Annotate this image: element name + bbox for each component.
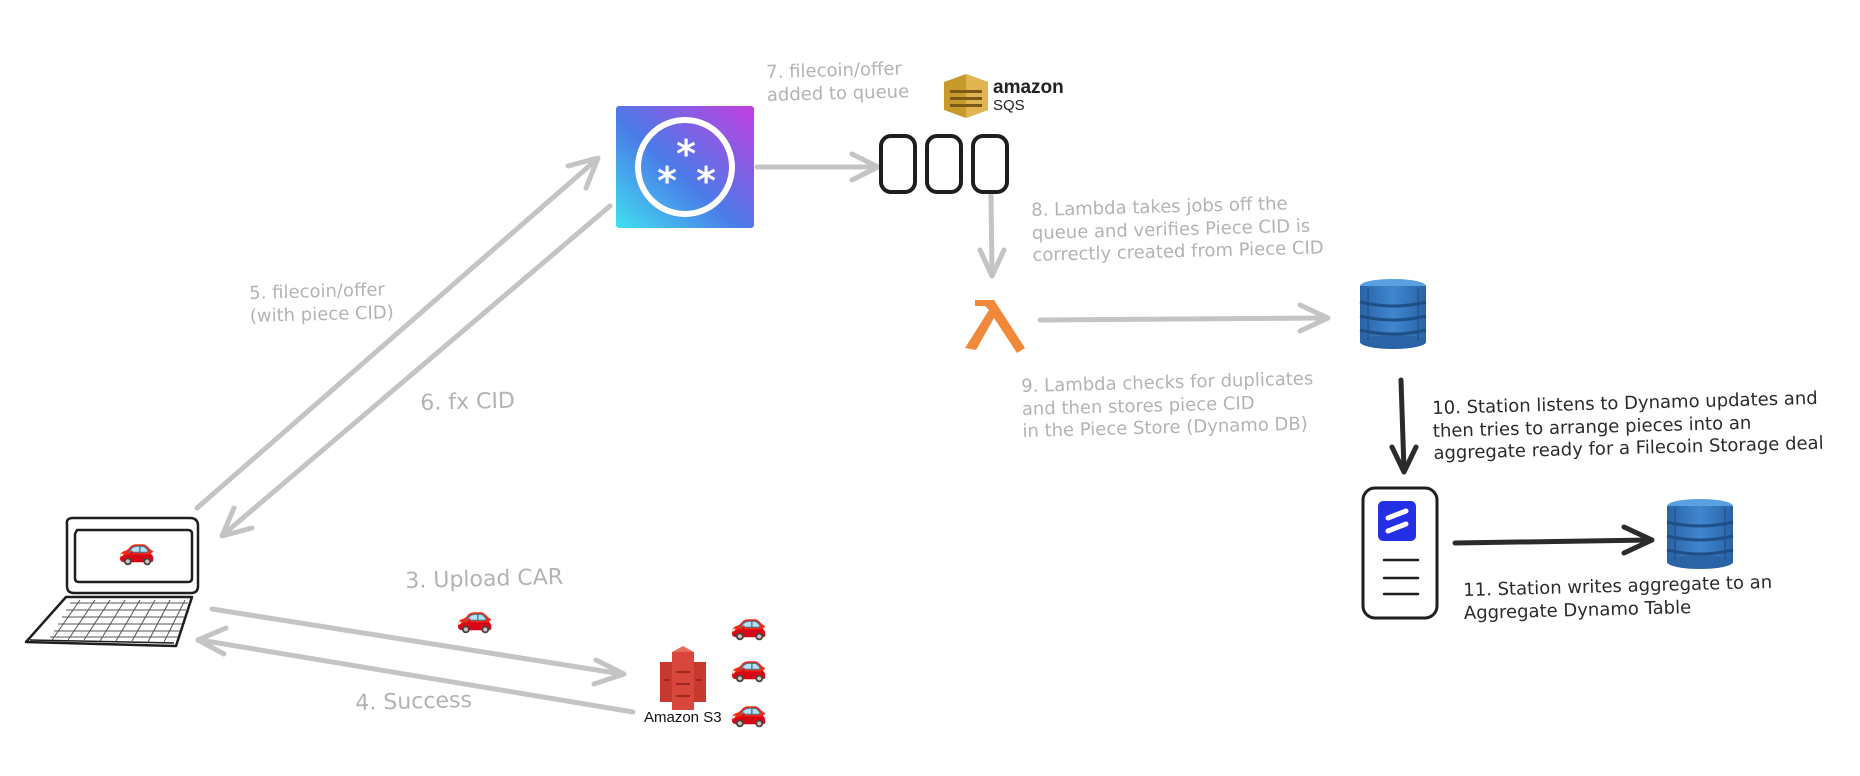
svg-text:*: *	[676, 132, 696, 176]
step-5-label: 5. filecoin/offer (with piece CID)	[249, 279, 394, 327]
amazon-sqs-icon	[944, 74, 988, 118]
dynamodb-aggregate-icon	[1665, 498, 1735, 570]
car-icon: 🚗	[456, 600, 494, 635]
storacha-service-icon: * * *	[616, 106, 754, 228]
arrow-6-fx-cid	[219, 203, 613, 539]
step-9-label: 9. Lambda checks for duplicates and then…	[1021, 368, 1314, 442]
car-icon: 🚗	[730, 694, 768, 729]
step-6-label: 6. fx CID	[420, 388, 516, 416]
car-icon: 🚗	[730, 607, 768, 642]
step-3-label: 3. Upload CAR	[405, 564, 564, 594]
car-icon: 🚗	[118, 532, 156, 567]
car-icon: 🚗	[730, 649, 768, 684]
queue-icon	[879, 134, 1009, 194]
step-7-label: 7. filecoin/offer added to queue	[766, 58, 910, 106]
step-10-label: 10. Station listens to Dynamo updates an…	[1432, 387, 1824, 464]
arrow-10-dynamo-to-station	[1389, 377, 1419, 475]
step-8-label: 8. Lambda takes jobs off the queue and v…	[1031, 193, 1324, 266]
step-11-label: 11. Station writes aggregate to an Aggre…	[1463, 571, 1773, 624]
s3-label: Amazon S3	[644, 709, 722, 726]
amazon-s3-icon	[660, 646, 706, 710]
dynamodb-piece-store-icon	[1358, 278, 1428, 350]
arrow-8-queue-to-lambda	[977, 192, 1007, 279]
station-device-icon	[1361, 486, 1439, 620]
arrow-7-to-queue	[754, 151, 881, 183]
sqs-product-text: SQS	[993, 97, 1025, 114]
sqs-brand-text: amazon	[993, 77, 1064, 98]
arrow-4-success	[195, 625, 636, 715]
arrow-5-filecoin-offer	[194, 155, 601, 511]
arrow-3-upload-car	[209, 606, 627, 687]
svg-text:*: *	[696, 159, 716, 203]
arrow-11-station-to-aggregate	[1452, 524, 1655, 556]
lambda-icon	[965, 300, 1025, 353]
svg-text:*: *	[657, 159, 677, 203]
arrow-9-lambda-to-dynamo	[1037, 302, 1331, 334]
laptop-icon	[24, 516, 200, 648]
step-4-label: 4. Success	[355, 687, 473, 716]
